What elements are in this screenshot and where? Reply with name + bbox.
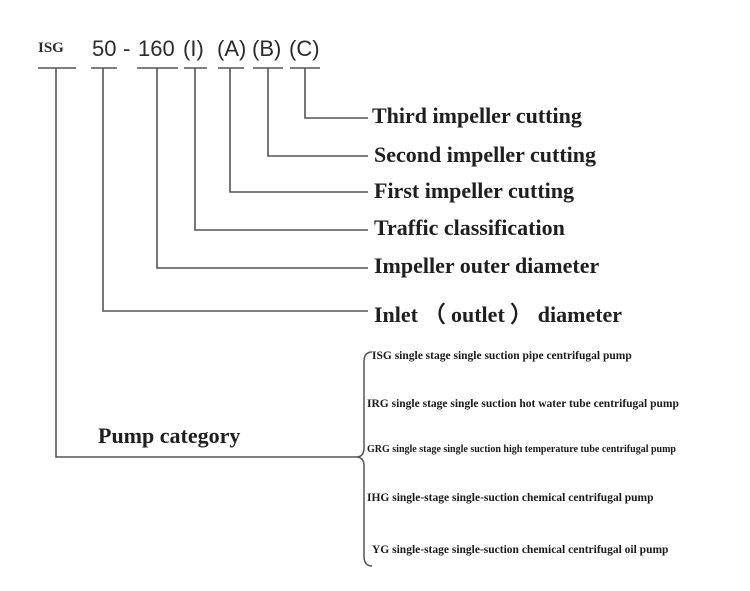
leader-second-cut — [267, 68, 368, 157]
code-cut-a: (A) — [217, 36, 247, 61]
category-item-isg: ISG single stage single suction pipe cen… — [372, 350, 632, 362]
leader-first-cut — [229, 68, 368, 193]
leader-third-cut — [304, 68, 368, 119]
label-second-cut: Second impeller cutting — [374, 142, 597, 167]
category-item-grg: GRG single stage single suction high tem… — [367, 444, 676, 455]
label-traffic: Traffic classification — [374, 215, 565, 240]
category-brace — [355, 351, 373, 567]
category-item-irg: IRG single stage single suction hot wate… — [367, 398, 679, 410]
category-item-ihg: IHG single-stage single-suction chemical… — [367, 492, 654, 504]
label-pump-category: Pump category — [98, 423, 241, 448]
code-isg: ISG — [38, 40, 64, 56]
label-outer-diameter: Impeller outer diameter — [374, 253, 600, 278]
leader-traffic — [194, 68, 368, 231]
category-item-yg: YG single-stage single-suction chemical … — [372, 544, 669, 556]
code-inlet: 50 — [92, 36, 117, 61]
code-cut-c: (C) — [289, 36, 320, 61]
label-inlet-outlet: Inlet （ outlet ） diameter — [374, 302, 623, 327]
leader-inlet-outlet — [102, 68, 368, 312]
label-third-cut: Third impeller cutting — [372, 103, 582, 128]
code-cut-b: (B) — [252, 36, 282, 61]
label-first-cut: First impeller cutting — [374, 178, 574, 203]
leader-outer-diameter — [156, 68, 368, 269]
code-dash: - — [123, 36, 131, 61]
code-impeller: 160 — [138, 36, 175, 61]
leader-pump-category — [55, 68, 356, 458]
code-flow: (I) — [183, 36, 204, 61]
